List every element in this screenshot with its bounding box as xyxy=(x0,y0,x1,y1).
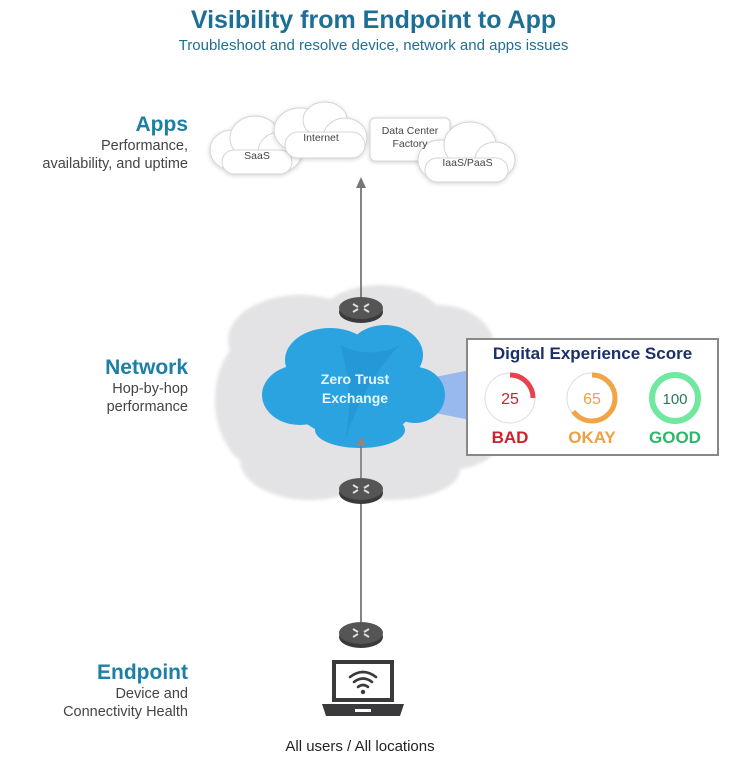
page-title: Visibility from Endpoint to App xyxy=(190,6,557,34)
page-subtitle: Troubleshoot and resolve device, network… xyxy=(178,37,569,54)
layer-apps-desc-2: availability, and uptime xyxy=(42,156,188,172)
layer-network-desc-1: Hop-by-hop xyxy=(112,381,188,397)
cloud-internet xyxy=(273,101,368,159)
gauge-arc xyxy=(484,372,536,424)
gauge-ring: 25 xyxy=(484,372,536,424)
gauge-value: 100 xyxy=(662,391,687,408)
layer-network-name: Network xyxy=(105,356,188,379)
zte-label-2: Exchange xyxy=(321,390,389,406)
des-title: Digital Experience Score xyxy=(492,344,693,363)
arrow-head-lower xyxy=(356,436,366,446)
layer-apps-name: Apps xyxy=(135,113,189,136)
zte-swoosh xyxy=(340,345,400,440)
zte-label-1: Zero Trust xyxy=(320,371,390,387)
layer-endpoint: Endpoint Device and Connectivity Health xyxy=(63,660,188,721)
laptop-icon xyxy=(322,660,404,716)
gauge-ring: 65 xyxy=(566,372,618,424)
datacenter-label: Data Center Factory xyxy=(370,125,450,151)
wifi-icon xyxy=(348,670,378,689)
layer-endpoint-desc-1: Device and xyxy=(115,686,188,702)
score-gauge-good: 100 xyxy=(647,370,703,431)
score-gauge-bad: 25 xyxy=(482,370,538,431)
cloud-internet-label: Internet xyxy=(303,132,339,144)
gauge-label-okay: OKAY xyxy=(568,428,616,447)
footer-caption: All users / All locations xyxy=(285,738,435,755)
layer-endpoint-name: Endpoint xyxy=(97,661,188,684)
cloud-iaas-label: IaaS/PaaS xyxy=(442,157,493,169)
layer-apps: Apps Performance, availability, and upti… xyxy=(42,112,188,173)
router-icon xyxy=(339,478,383,504)
layer-network: Network Hop-by-hop performance xyxy=(105,355,188,416)
score-gauge-okay: 65 xyxy=(564,370,620,431)
cloud-saas-label: SaaS xyxy=(244,150,270,162)
gauge-label-good: GOOD xyxy=(649,428,701,447)
gauge-arc xyxy=(566,372,618,424)
layer-endpoint-desc-2: Connectivity Health xyxy=(63,704,188,720)
gauge-value: 25 xyxy=(501,391,519,408)
gauge-value: 65 xyxy=(583,391,601,408)
layer-network-desc-2: performance xyxy=(106,399,188,415)
router-icon xyxy=(339,297,383,323)
arrow-head-upper xyxy=(356,177,366,188)
zte-label: Zero Trust Exchange xyxy=(290,370,420,408)
router-icon xyxy=(339,622,383,648)
datacenter-label-2: Factory xyxy=(392,138,428,150)
gauge-label-bad: BAD xyxy=(491,428,529,447)
cloud-iaas xyxy=(417,121,516,183)
datacenter-label-1: Data Center xyxy=(381,125,439,137)
gauge-ring: 100 xyxy=(649,372,701,424)
layer-apps-desc-1: Performance, xyxy=(100,138,188,154)
zero-trust-exchange-cloud xyxy=(262,325,445,448)
gauge-arc xyxy=(649,372,701,424)
